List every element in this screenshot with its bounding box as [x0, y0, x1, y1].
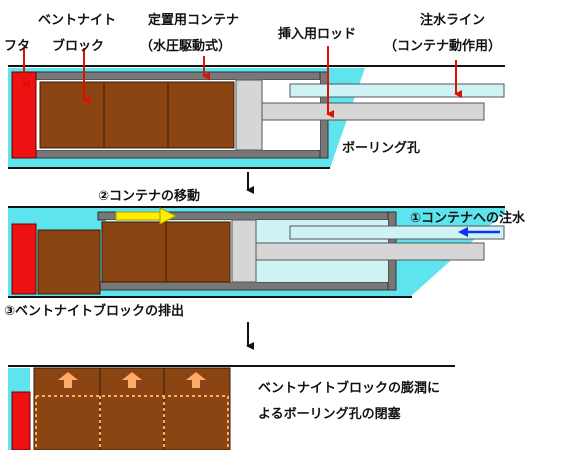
insert-rod-label: 挿入用ロッド: [278, 26, 356, 42]
panel-1-initial: [8, 65, 505, 169]
step3-label: ③ベントナイトブロックの排出: [4, 303, 184, 319]
bentonite-block-label-1: ベントナイト: [38, 13, 116, 28]
panel-3-block-ejection: [8, 365, 455, 450]
water-line: [289, 225, 505, 240]
container-wall-bottom: [19, 149, 326, 159]
water-line-label-1: 注水ライン: [420, 12, 485, 28]
piston: [235, 79, 263, 151]
lid-label: フタ: [4, 39, 30, 54]
lid: [11, 71, 37, 159]
result-label-1: ベントナイトブロックの膨潤に: [258, 380, 440, 396]
container-label-2: （水圧駆動式）: [140, 38, 231, 54]
bentonite-block: [39, 81, 105, 149]
water-line-label-2: （コンテナ動作用）: [384, 38, 501, 54]
piston: [231, 219, 257, 283]
insertion-rod: [261, 102, 485, 121]
step1-label: ①コンテナへの注水: [410, 210, 526, 226]
step2-label: ②コンテナの移動: [98, 188, 200, 204]
lid: [11, 223, 37, 295]
result-label-2: よるボーリング孔の閉塞: [258, 406, 402, 422]
swelling-arrow: [122, 372, 142, 388]
water-line: [289, 83, 505, 98]
insertion-rod: [255, 242, 485, 261]
bentonite-block: [103, 81, 169, 149]
container-wall-top: [19, 71, 326, 81]
bentonite-block: [37, 229, 101, 295]
lid: [11, 391, 31, 450]
swelling-arrow: [186, 372, 206, 388]
bentonite-block-label-2: ブロック: [52, 38, 104, 54]
bentonite-block: [165, 221, 231, 283]
bentonite-block: [167, 81, 235, 149]
swelling-arrow: [58, 372, 78, 388]
bentonite-block: [101, 221, 167, 283]
panel-2-container-move: [8, 206, 505, 298]
movement-arrow: [115, 211, 161, 221]
container-wall-bottom: [97, 281, 394, 291]
borehole-label: ボーリング孔: [342, 140, 420, 156]
container-label-1: 定置用コンテナ: [147, 12, 239, 28]
